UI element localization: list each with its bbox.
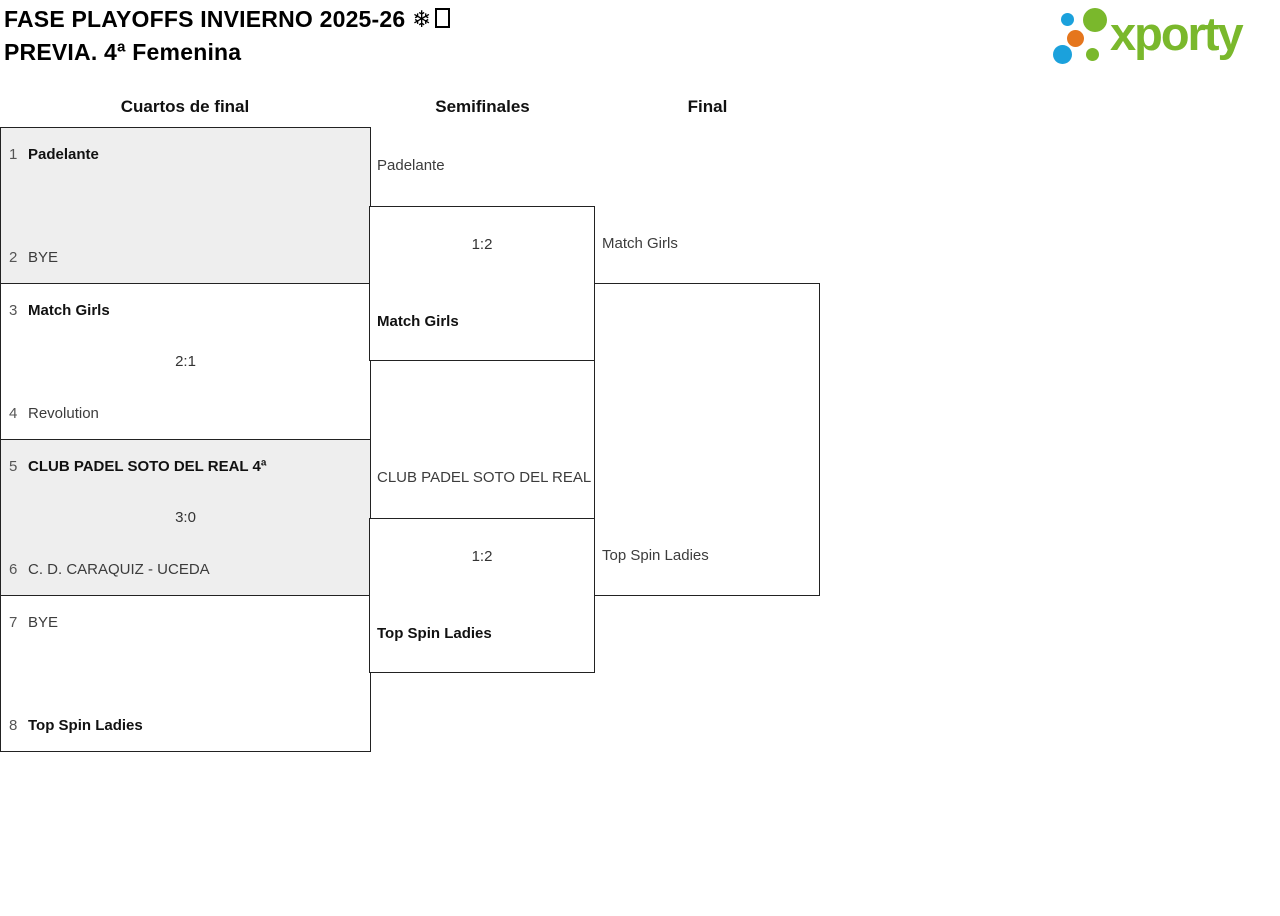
seed-number: 3 xyxy=(9,302,18,319)
qf-match-1: 1 Padelante 2 BYE xyxy=(0,127,371,284)
team-name-padelante[interactable]: Padelante xyxy=(28,146,99,163)
qf1-team2-row: 2 BYE xyxy=(9,250,58,266)
logo-dot-green-large xyxy=(1083,8,1107,32)
team-name-match-girls[interactable]: Match Girls xyxy=(28,302,110,319)
logo-dot-blue-large xyxy=(1053,45,1072,64)
seed-number: 2 xyxy=(9,249,18,266)
sf2-team1-label[interactable]: CLUB PADEL SOTO DEL REAL 4ª xyxy=(377,469,609,486)
team-name-club-padel-soto[interactable]: CLUB PADEL SOTO DEL REAL 4ª xyxy=(28,458,267,475)
page-title: FASE PLAYOFFS INVIERNO 2025-26 ❄ PREVIA.… xyxy=(4,3,451,69)
sf2-team2-label[interactable]: Top Spin Ladies xyxy=(377,625,492,642)
logo-dot-orange xyxy=(1067,30,1084,47)
qf4-team1-row: 7 BYE xyxy=(9,615,58,631)
page-title-line1: FASE PLAYOFFS INVIERNO 2025-26 ❄ xyxy=(4,3,451,36)
seed-number: 1 xyxy=(9,146,18,163)
qf-match-3: 5 CLUB PADEL SOTO DEL REAL 4ª 3:0 6 C. D… xyxy=(0,439,371,596)
qf-match-2: 3 Match Girls 2:1 4 Revolution xyxy=(0,283,371,440)
logo-dot-blue-small xyxy=(1061,13,1074,26)
team-name-bye: BYE xyxy=(28,249,59,266)
seed-number: 5 xyxy=(9,458,18,475)
sf-match-2-connector xyxy=(369,518,595,673)
sf2-score: 1:2 xyxy=(471,548,493,565)
page-title-line2: PREVIA. 4ª Femenina xyxy=(4,39,242,65)
sf1-team1-label[interactable]: Padelante xyxy=(377,157,445,174)
logo-dot-green-small xyxy=(1086,48,1099,61)
final-match-connector xyxy=(594,283,820,596)
team-name-top-spin-ladies[interactable]: Top Spin Ladies xyxy=(28,717,143,734)
round-header-final: Final xyxy=(687,97,728,116)
xporty-logo[interactable]: xporty xyxy=(1048,3,1280,67)
logo-wordmark: xporty xyxy=(1110,7,1244,60)
seed-number: 4 xyxy=(9,405,18,422)
snowflake-icon: ❄ xyxy=(412,6,432,32)
seed-number: 7 xyxy=(9,614,18,631)
qf2-team1-row: 3 Match Girls xyxy=(9,303,110,319)
seed-number: 8 xyxy=(9,717,18,734)
qf2-team2-row: 4 Revolution xyxy=(9,406,99,422)
seed-number: 6 xyxy=(9,561,18,578)
qf3-team2-row: 6 C. D. CARAQUIZ - UCEDA xyxy=(9,562,210,578)
team-name-revolution[interactable]: Revolution xyxy=(28,405,99,422)
qf2-score: 2:1 xyxy=(175,353,196,370)
final-team1-label[interactable]: Match Girls xyxy=(602,235,678,252)
round-header-quarterfinals: Cuartos de final xyxy=(120,97,250,116)
sf1-score: 1:2 xyxy=(471,236,493,253)
round-header-semifinals: Semifinales xyxy=(435,97,530,116)
team-name-caraquiz-uceda[interactable]: C. D. CARAQUIZ - UCEDA xyxy=(28,561,210,578)
qf-match-4: 7 BYE 8 Top Spin Ladies xyxy=(0,595,371,752)
qf3-team1-row: 5 CLUB PADEL SOTO DEL REAL 4ª xyxy=(9,459,266,475)
qf3-score: 3:0 xyxy=(175,509,196,526)
team-name-bye: BYE xyxy=(28,614,59,631)
final-team2-label[interactable]: Top Spin Ladies xyxy=(602,547,709,564)
qf4-team2-row: 8 Top Spin Ladies xyxy=(9,718,143,734)
sf1-team2-label[interactable]: Match Girls xyxy=(377,313,459,330)
missing-glyph-box xyxy=(435,8,451,28)
sf-match-1-connector xyxy=(369,206,595,361)
qf1-team1-row: 1 Padelante xyxy=(9,147,99,163)
